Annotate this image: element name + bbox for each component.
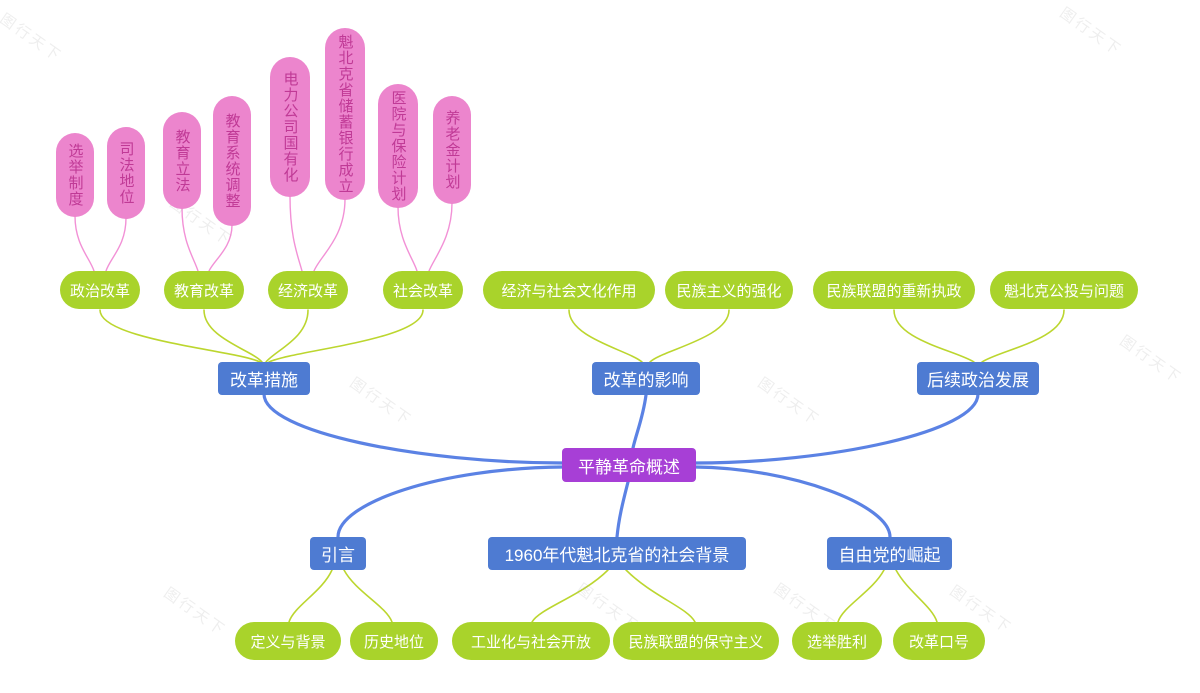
branch-reform-measures[interactable]: 改革措施 <box>218 362 310 395</box>
node-hospital-insurance-plan[interactable]: 医院与保险计划 <box>378 84 418 208</box>
node-economic-social-cultural-effect[interactable]: 经济与社会文化作用 <box>483 271 655 309</box>
branch-introduction[interactable]: 引言 <box>310 537 366 570</box>
branch-subsequent-political-development[interactable]: 后续政治发展 <box>917 362 1039 395</box>
node-social-reform[interactable]: 社会改革 <box>383 271 463 309</box>
node-pension-plan[interactable]: 养老金计划 <box>433 96 471 204</box>
node-union-nationale-return-to-power[interactable]: 民族联盟的重新执政 <box>813 271 975 309</box>
branch-reform-impact[interactable]: 改革的影响 <box>592 362 700 395</box>
node-reform-slogan[interactable]: 改革口号 <box>893 622 985 660</box>
node-nationalism-strengthening[interactable]: 民族主义的强化 <box>665 271 793 309</box>
node-economic-reform[interactable]: 经济改革 <box>268 271 348 309</box>
node-education-system-adjustment[interactable]: 教育系统调整 <box>213 96 251 226</box>
node-definition-and-background[interactable]: 定义与背景 <box>235 622 341 660</box>
node-education-reform[interactable]: 教育改革 <box>164 271 244 309</box>
branch-liberal-party-rise[interactable]: 自由党的崛起 <box>827 537 952 570</box>
node-judicial-status[interactable]: 司法地位 <box>107 127 145 219</box>
node-industrialization-social-opening[interactable]: 工业化与社会开放 <box>452 622 610 660</box>
node-quebec-referendum-issues[interactable]: 魁北克公投与问题 <box>990 271 1138 309</box>
root-node-quiet-revolution-overview[interactable]: 平静革命概述 <box>562 448 696 482</box>
node-election-system[interactable]: 选举制度 <box>56 133 94 217</box>
node-union-nationale-conservatism[interactable]: 民族联盟的保守主义 <box>613 622 779 660</box>
node-education-legislation[interactable]: 教育立法 <box>163 112 201 209</box>
node-quebec-savings-bank-founded[interactable]: 魁北克省储蓄银行成立 <box>325 28 365 200</box>
node-election-victory[interactable]: 选举胜利 <box>792 622 882 660</box>
node-political-reform[interactable]: 政治改革 <box>60 271 140 309</box>
node-power-company-nationalization[interactable]: 电力公司国有化 <box>270 57 310 197</box>
node-historical-status[interactable]: 历史地位 <box>350 622 438 660</box>
branch-1960s-quebec-social-background[interactable]: 1960年代魁北克省的社会背景 <box>488 537 746 570</box>
